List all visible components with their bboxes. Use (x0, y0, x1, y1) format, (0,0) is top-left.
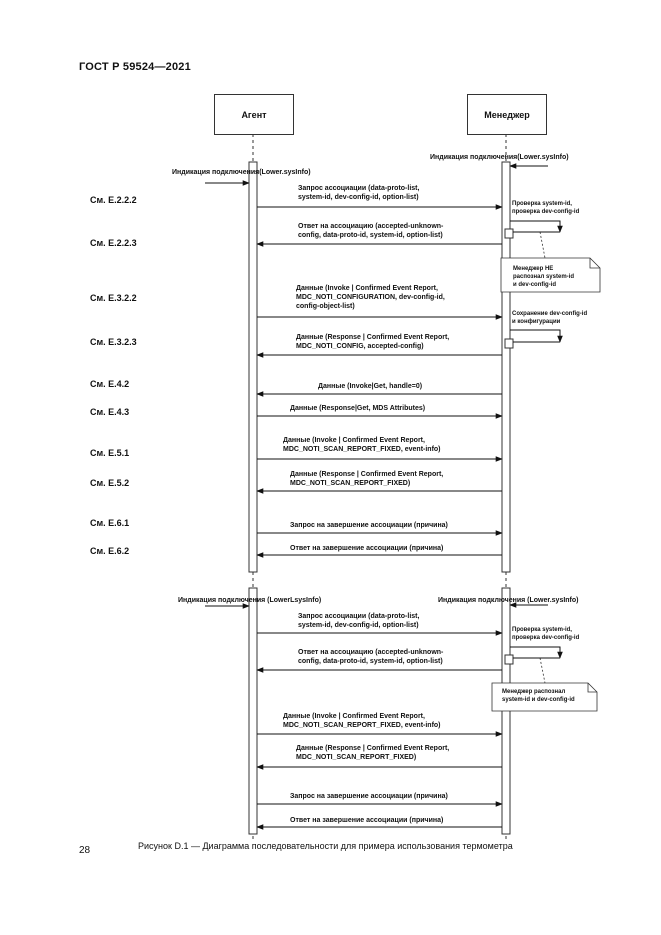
agent-activation-1 (248, 161, 258, 573)
msg-config-response: Данные (Response | Confirmed Event Repor… (296, 334, 450, 350)
ref-e223: См. E.2.2.3 (90, 238, 137, 248)
msg-scan-response: Данные (Response | Confirmed Event Repor… (290, 471, 444, 487)
msg-release-response: Ответ на завершение ассоциации (причина) (290, 545, 444, 552)
msg2-scan-response: Данные (Response | Confirmed Event Repor… (296, 745, 450, 761)
agent-participant: Агент (214, 94, 294, 135)
ref-e43: См. E.4.3 (90, 407, 130, 417)
figure-caption: Рисунок D.1 — Диаграмма последовательнос… (138, 841, 513, 851)
note-2 (491, 682, 598, 712)
page-number: 28 (79, 845, 91, 856)
msg2-scan-report: Данные (Invoke | Confirmed Event Report,… (283, 713, 441, 729)
manager-indication-2: Индикация подключения (Lower.sysInfo) (438, 597, 579, 604)
ref-e323: См. E.3.2.3 (90, 337, 137, 347)
self-note-check-ids: Проверка system-id, проверка dev-config-… (512, 201, 580, 215)
msg-scan-report: Данные (Invoke | Confirmed Event Report,… (283, 437, 441, 453)
msg-assoc-response: Ответ на ассоциацию (accepted-unknown- c… (298, 223, 444, 239)
self-note-save-config: Сохранение dev-config-id и конфигурации (512, 311, 588, 325)
self-note2-check-ids: Проверка system-id, проверка dev-config-… (512, 627, 580, 641)
ref-e222: См. E.2.2.2 (90, 195, 137, 205)
manager-activation-1 (501, 161, 511, 573)
note-not-recognized: Менеджер НЕ распознал system-id и dev-co… (513, 266, 574, 288)
manager-label: Менеджер (484, 109, 530, 120)
msg-get-response: Данные (Response|Get, MDS Attributes) (290, 405, 426, 412)
msg2-release-response: Ответ на завершение ассоциации (причина) (290, 817, 444, 824)
agent-label: Агент (241, 109, 267, 120)
ref-e52: См. E.5.2 (90, 478, 130, 488)
msg-get-invoke: Данные (Invoke|Get, handle=0) (318, 383, 423, 390)
msg-config-report: Данные (Invoke | Confirmed Event Report,… (296, 285, 445, 310)
ref-e61: См. E.6.1 (90, 518, 130, 528)
msg2-assoc-response: Ответ на ассоциацию (accepted-unknown- c… (298, 649, 444, 665)
agent-indication-1: Индикация подключения(Lower.sysInfo) (172, 169, 311, 176)
ref-e42: См. E.4.2 (90, 379, 130, 389)
msg-release-request: Запрос на завершение ассоциации (причина… (290, 522, 448, 529)
agent-activation-2 (248, 587, 258, 835)
msg2-release-request: Запрос на завершение ассоциации (причина… (290, 793, 448, 800)
ref-e322: См. E.3.2.2 (90, 293, 137, 303)
ref-e51: См. E.5.1 (90, 448, 130, 458)
agent-indication-2: Индикация подключения (LowerLsysInfo) (178, 597, 322, 604)
note-1 (500, 257, 601, 293)
msg2-assoc-request: Запрос ассоциации (data-proto-list, syst… (298, 613, 420, 629)
document-header: ГОСТ Р 59524—2021 (79, 61, 191, 73)
manager-indication-1: Индикация подключения(Lower.sysInfo) (430, 154, 569, 161)
note-recognized: Менеджер распознал system-id и dev-confi… (502, 689, 575, 703)
manager-participant: Менеджер (467, 94, 547, 135)
ref-e62: См. E.6.2 (90, 546, 130, 556)
msg-assoc-request: Запрос ассоциации (data-proto-list, syst… (298, 185, 420, 201)
